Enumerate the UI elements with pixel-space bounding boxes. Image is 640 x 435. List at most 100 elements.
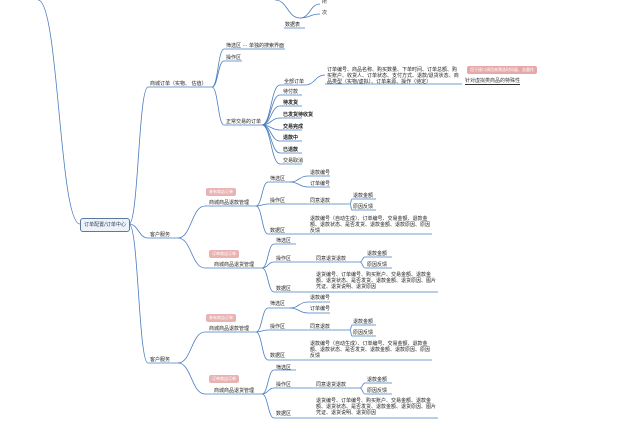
connector-line xyxy=(359,256,366,263)
g1-return-amount[interactable]: 退款金额 xyxy=(367,251,388,257)
g1-agree-return[interactable]: 同意退货退款 xyxy=(316,256,347,262)
g1-reason-feedback[interactable]: 原因反馈 xyxy=(353,204,374,210)
g1-return-management[interactable]: 商城商品退货管理 xyxy=(214,262,255,268)
connector-line xyxy=(349,324,353,331)
g1-refund-no[interactable]: 退款编号 xyxy=(310,170,331,176)
connector-line xyxy=(359,382,366,389)
connector-line xyxy=(255,329,269,333)
g2-refund-management[interactable]: 商城商品退款管理 xyxy=(209,326,250,332)
g2-refund-fields: 退款编号（自动生成）、订单编号、交易金额、退款金额、退款状态、是否发货、退款金额… xyxy=(310,341,431,359)
g1-return-data[interactable]: 数据区 xyxy=(276,286,292,292)
connector-line xyxy=(211,60,225,88)
g1-agree-refund[interactable]: 同意退款 xyxy=(310,198,331,204)
g2-refund-tag: 来有商店订单 xyxy=(206,314,236,322)
connector-line xyxy=(289,175,309,183)
g2-refund-amount[interactable]: 退款金额 xyxy=(353,319,374,325)
top-data-node[interactable]: 数据表 xyxy=(285,22,301,28)
connector-line xyxy=(289,307,309,314)
connector-line xyxy=(349,198,353,205)
g2-return-amount[interactable]: 退款金额 xyxy=(367,377,388,383)
connector-line xyxy=(261,124,281,165)
connector-line xyxy=(177,331,206,364)
g2-agree-refund[interactable]: 同意退款 xyxy=(310,324,331,330)
node-customer-service-2[interactable]: 客户服务 xyxy=(150,357,171,363)
node-operation-area[interactable]: 操作区 xyxy=(226,55,242,61)
g2-return-management[interactable]: 商城商品退货管理 xyxy=(214,388,255,394)
connector-line xyxy=(261,267,275,293)
g1-refund-fields: 退款编号（自动生成）、订单编号、交易金额、退款金额、退款状态、是否发货、退款金额… xyxy=(310,216,431,234)
connector-line xyxy=(261,261,275,269)
interface-tag: 用于接口调用来筛选时间展、去重作 xyxy=(467,66,537,74)
connector-line xyxy=(255,307,269,333)
top-item-1[interactable]: 所 xyxy=(322,0,328,5)
connector-line xyxy=(128,86,149,225)
g2-return-fields: 退货编号、订单编号、购买账户、交易金额、退款金额、退货状态、是否发货、退款金额、… xyxy=(316,398,437,416)
connector-line xyxy=(349,329,353,337)
g1-refund-management[interactable]: 商城商品退款管理 xyxy=(209,200,250,206)
g2-return-tag: 订单商店订单 xyxy=(209,375,239,383)
g1-return-filter[interactable]: 筛选区 xyxy=(276,238,292,244)
g1-return-ops[interactable]: 操作区 xyxy=(276,256,292,262)
connector-line xyxy=(289,301,309,309)
connector-line xyxy=(255,203,269,207)
g2-refund-data[interactable]: 数据区 xyxy=(270,353,286,359)
connector-line xyxy=(211,86,225,126)
connector-line xyxy=(261,393,275,419)
g1-return-fields: 退货编号、订单编号、购买账户、交易金额、退款金额、退货状态、是否发货、退款金额、… xyxy=(316,272,437,290)
g2-agree-return[interactable]: 同意退货退款 xyxy=(316,382,347,388)
g1-refund-filter[interactable]: 筛选区 xyxy=(270,176,286,182)
top-item-2[interactable]: 次 xyxy=(322,10,328,16)
connector-line xyxy=(255,331,269,361)
g2-return-reason[interactable]: 原因反馈 xyxy=(367,388,388,394)
connector-line xyxy=(177,362,206,395)
g1-refund-data[interactable]: 数据区 xyxy=(270,228,286,234)
connector-line xyxy=(255,181,269,207)
g2-refund-no[interactable]: 退款编号 xyxy=(310,295,331,301)
g1-return-reason[interactable]: 原因反馈 xyxy=(367,262,388,268)
connector-line xyxy=(289,181,309,188)
connector-line xyxy=(359,387,366,395)
connector-line xyxy=(359,261,366,269)
order-status-item[interactable]: 已退款 xyxy=(283,147,299,153)
g2-order-no[interactable]: 订单编号 xyxy=(310,306,331,312)
connector-line xyxy=(177,205,206,239)
connector-line xyxy=(128,223,149,239)
g1-order-no[interactable]: 订单编号 xyxy=(310,181,331,187)
node-filter-area[interactable]: 筛选区 ··· 单独的搜索界面 xyxy=(226,43,284,49)
order-status-item[interactable]: 交易取消 xyxy=(283,158,304,164)
connector-line xyxy=(261,124,281,154)
g2-reason-feedback[interactable]: 原因反馈 xyxy=(353,330,374,336)
g2-refund-ops[interactable]: 操作区 xyxy=(270,324,286,330)
order-status-item[interactable]: 待发货 xyxy=(283,100,299,106)
order-status-item[interactable]: 已发货待收货 xyxy=(283,112,314,118)
connector-line xyxy=(261,94,281,126)
connector-line xyxy=(261,84,281,126)
root-node[interactable]: 订单配置/订单中心 xyxy=(80,218,130,232)
connector-line xyxy=(274,0,301,19)
g1-return-tag: 订单商店订单 xyxy=(209,250,239,258)
connector-line xyxy=(349,203,353,211)
virtual-goods-note: 针对虚拟类商品的特殊性 xyxy=(465,78,521,85)
connector-line xyxy=(304,74,326,86)
connector-line xyxy=(299,13,321,19)
order-status-item[interactable]: 退款中 xyxy=(283,135,299,141)
node-customer-service-1[interactable]: 客户服务 xyxy=(150,232,171,238)
order-status-item[interactable]: 交易完成 xyxy=(283,124,304,130)
node-normal-orders[interactable]: 正常交易的订单 xyxy=(226,119,262,125)
connector-line xyxy=(37,0,81,225)
g2-refund-filter[interactable]: 筛选区 xyxy=(270,301,286,307)
connector-line xyxy=(261,369,275,395)
g2-return-ops[interactable]: 操作区 xyxy=(276,382,292,388)
node-mall-orders[interactable]: 商城订单（实物、 估值） xyxy=(150,81,207,87)
node-all-orders[interactable]: 全部订单 xyxy=(284,79,305,85)
g1-refund-tag: 来有商店订单 xyxy=(206,188,236,196)
order-status-item[interactable]: 待付款 xyxy=(283,89,299,95)
g1-refund-amount[interactable]: 退款金额 xyxy=(353,193,374,199)
g2-return-data[interactable]: 数据区 xyxy=(276,411,292,417)
connector-line xyxy=(128,223,149,364)
g1-refund-ops[interactable]: 操作区 xyxy=(270,198,286,204)
g2-return-filter[interactable]: 筛选区 xyxy=(276,365,292,371)
connector-line xyxy=(177,237,206,269)
